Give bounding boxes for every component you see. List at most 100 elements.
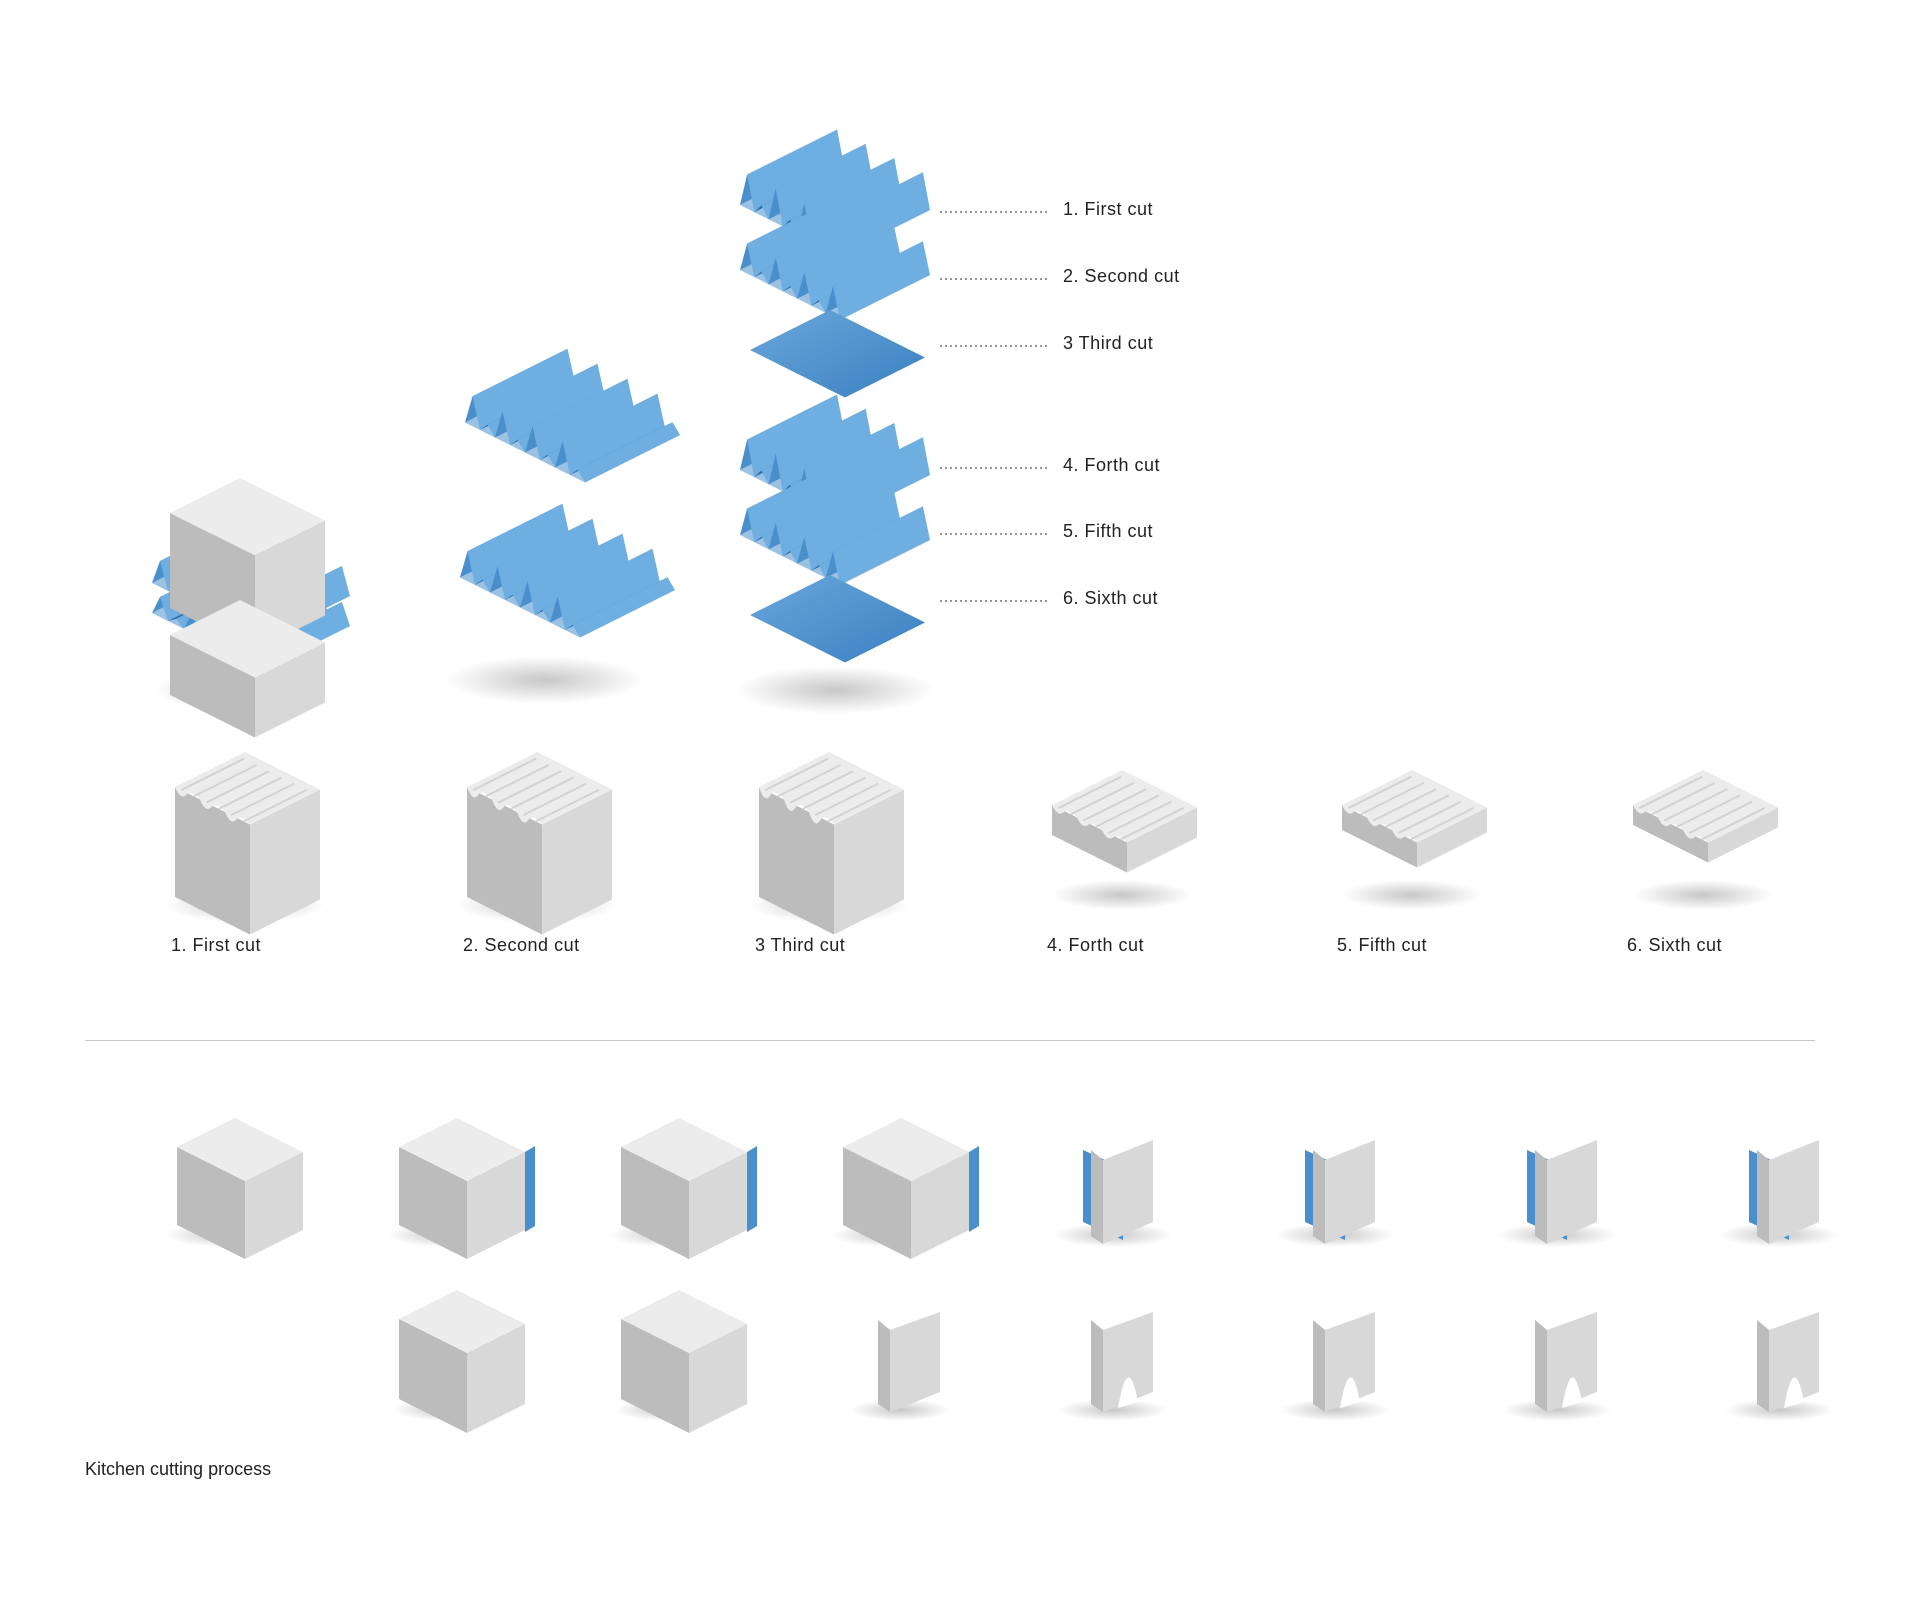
- block-left-face: [621, 1147, 689, 1259]
- block-left-face: [170, 635, 255, 738]
- block-left-face: [759, 787, 834, 935]
- block-left-face: [843, 1147, 911, 1259]
- ground-shadow: [1052, 880, 1192, 910]
- cut-sheet-ridge: [527, 533, 630, 615]
- block-left-face: [1633, 805, 1708, 863]
- cut-label-1: 1. First cut: [171, 935, 262, 955]
- block-right-face: [245, 1152, 303, 1259]
- ground-shadow: [1633, 880, 1773, 910]
- block-ridge: [1676, 794, 1741, 828]
- vertical-cut-sheet: [969, 1146, 979, 1232]
- leader-lines: [940, 211, 1050, 602]
- block-ridge: [218, 776, 283, 810]
- y-piece-arch: [1562, 1377, 1582, 1408]
- flat-cut-sheet: [750, 310, 925, 398]
- block-ridge: [764, 757, 829, 792]
- y-piece-face: [1103, 1312, 1153, 1412]
- block-top-face: [170, 600, 325, 678]
- exploded-label-5: 5. Fifth cut: [1063, 521, 1154, 541]
- ground-shadow: [1502, 1399, 1612, 1421]
- cut-sheet-ridge: [775, 143, 873, 227]
- block-right-face: [689, 1152, 747, 1259]
- block-ridge: [1638, 775, 1703, 810]
- block-right-face: [542, 789, 612, 935]
- y-piece-face: [1547, 1140, 1597, 1244]
- cut-sheet-ridge: [775, 477, 873, 557]
- block-ridge: [1107, 800, 1172, 835]
- y-piece-side: [1091, 1320, 1103, 1412]
- block-left-face: [177, 1147, 245, 1259]
- block-ridge: [777, 763, 842, 798]
- cut-sheet-ridge: [747, 463, 845, 543]
- block-top-wavy: [1052, 770, 1197, 843]
- cut-surfaces: [152, 129, 1789, 1240]
- block-top-face: [170, 478, 325, 556]
- block-ridge: [193, 763, 258, 798]
- cut-blocks: [170, 478, 1819, 1433]
- exploded-label-6: 6. Sixth cut: [1063, 588, 1159, 608]
- y-piece-side: [1313, 1150, 1325, 1244]
- block-top-wavy: [1342, 770, 1487, 843]
- block-ridge: [1095, 794, 1160, 828]
- cut-sheet-ridge: [775, 408, 873, 492]
- block-ridge: [1663, 788, 1728, 822]
- block-right-face: [1417, 807, 1487, 868]
- y-piece-side: [1535, 1150, 1547, 1244]
- cut-sheet-ridge: [747, 394, 845, 478]
- cut-sheet-ridge: [832, 241, 930, 320]
- block-left-face: [399, 1319, 467, 1433]
- block-top-wavy: [759, 752, 904, 825]
- cut-sheet-ridge: [502, 363, 605, 445]
- block-left-face: [175, 787, 250, 935]
- cut-label-3: 3 Third cut: [755, 935, 846, 955]
- block-top-face: [177, 1118, 303, 1181]
- block-right-face: [467, 1324, 525, 1433]
- y-piece-face: [1769, 1140, 1819, 1244]
- block-ridge: [802, 776, 867, 810]
- block-ridge: [230, 782, 295, 817]
- section-divider: [85, 1040, 1815, 1041]
- cut-sheet-ridge: [557, 548, 660, 630]
- y-piece-face: [1547, 1312, 1597, 1412]
- exploded-label-2: 2. Second cut: [1063, 266, 1180, 286]
- block-ridge: [1410, 806, 1475, 841]
- block-ridge: [1651, 781, 1716, 816]
- y-piece-side: [1091, 1150, 1103, 1244]
- ground-shadow: [445, 656, 645, 704]
- y-piece-face: [890, 1312, 940, 1412]
- y-piece-side: [1757, 1150, 1769, 1244]
- cut-label-5: 5. Fifth cut: [1337, 935, 1428, 955]
- block-right-face: [255, 642, 325, 738]
- block-ridge: [1688, 800, 1753, 835]
- exploded-label-4: 4. Forth cut: [1063, 455, 1161, 475]
- block-ridge: [1347, 775, 1412, 810]
- block-ridge: [1057, 775, 1122, 810]
- block-ridge: [827, 788, 892, 823]
- y-piece-side: [1535, 1320, 1547, 1412]
- y-piece-face: [1769, 1312, 1819, 1412]
- block-ridge: [180, 757, 245, 792]
- block-left-face: [1342, 805, 1417, 868]
- block-ridge: [814, 782, 879, 817]
- exploded-label-3: 3 Third cut: [1063, 333, 1154, 353]
- block-top-wavy: [1633, 770, 1778, 843]
- cut-sheet-ridge: [467, 503, 570, 585]
- block-left-face: [467, 787, 542, 935]
- y-piece-face: [1103, 1140, 1153, 1244]
- block-ridge: [535, 788, 600, 823]
- ground-shadow: [1724, 1399, 1834, 1421]
- block-left-face: [621, 1319, 689, 1433]
- block-right-face: [467, 1152, 525, 1259]
- block-top-face: [621, 1290, 747, 1353]
- cut-label-2: 2. Second cut: [463, 935, 580, 955]
- block-ridge: [1082, 788, 1147, 822]
- block-ridge: [1372, 788, 1437, 822]
- exploded-label-1: 1. First cut: [1063, 199, 1154, 219]
- cut-sheet-ridge: [532, 378, 635, 460]
- block-top-face: [621, 1118, 747, 1181]
- y-piece-side: [1757, 1320, 1769, 1412]
- block-ridge: [1360, 781, 1425, 816]
- block-top-face: [843, 1118, 969, 1181]
- block-ridge: [497, 770, 562, 804]
- cut-sheet-ridge: [804, 227, 902, 306]
